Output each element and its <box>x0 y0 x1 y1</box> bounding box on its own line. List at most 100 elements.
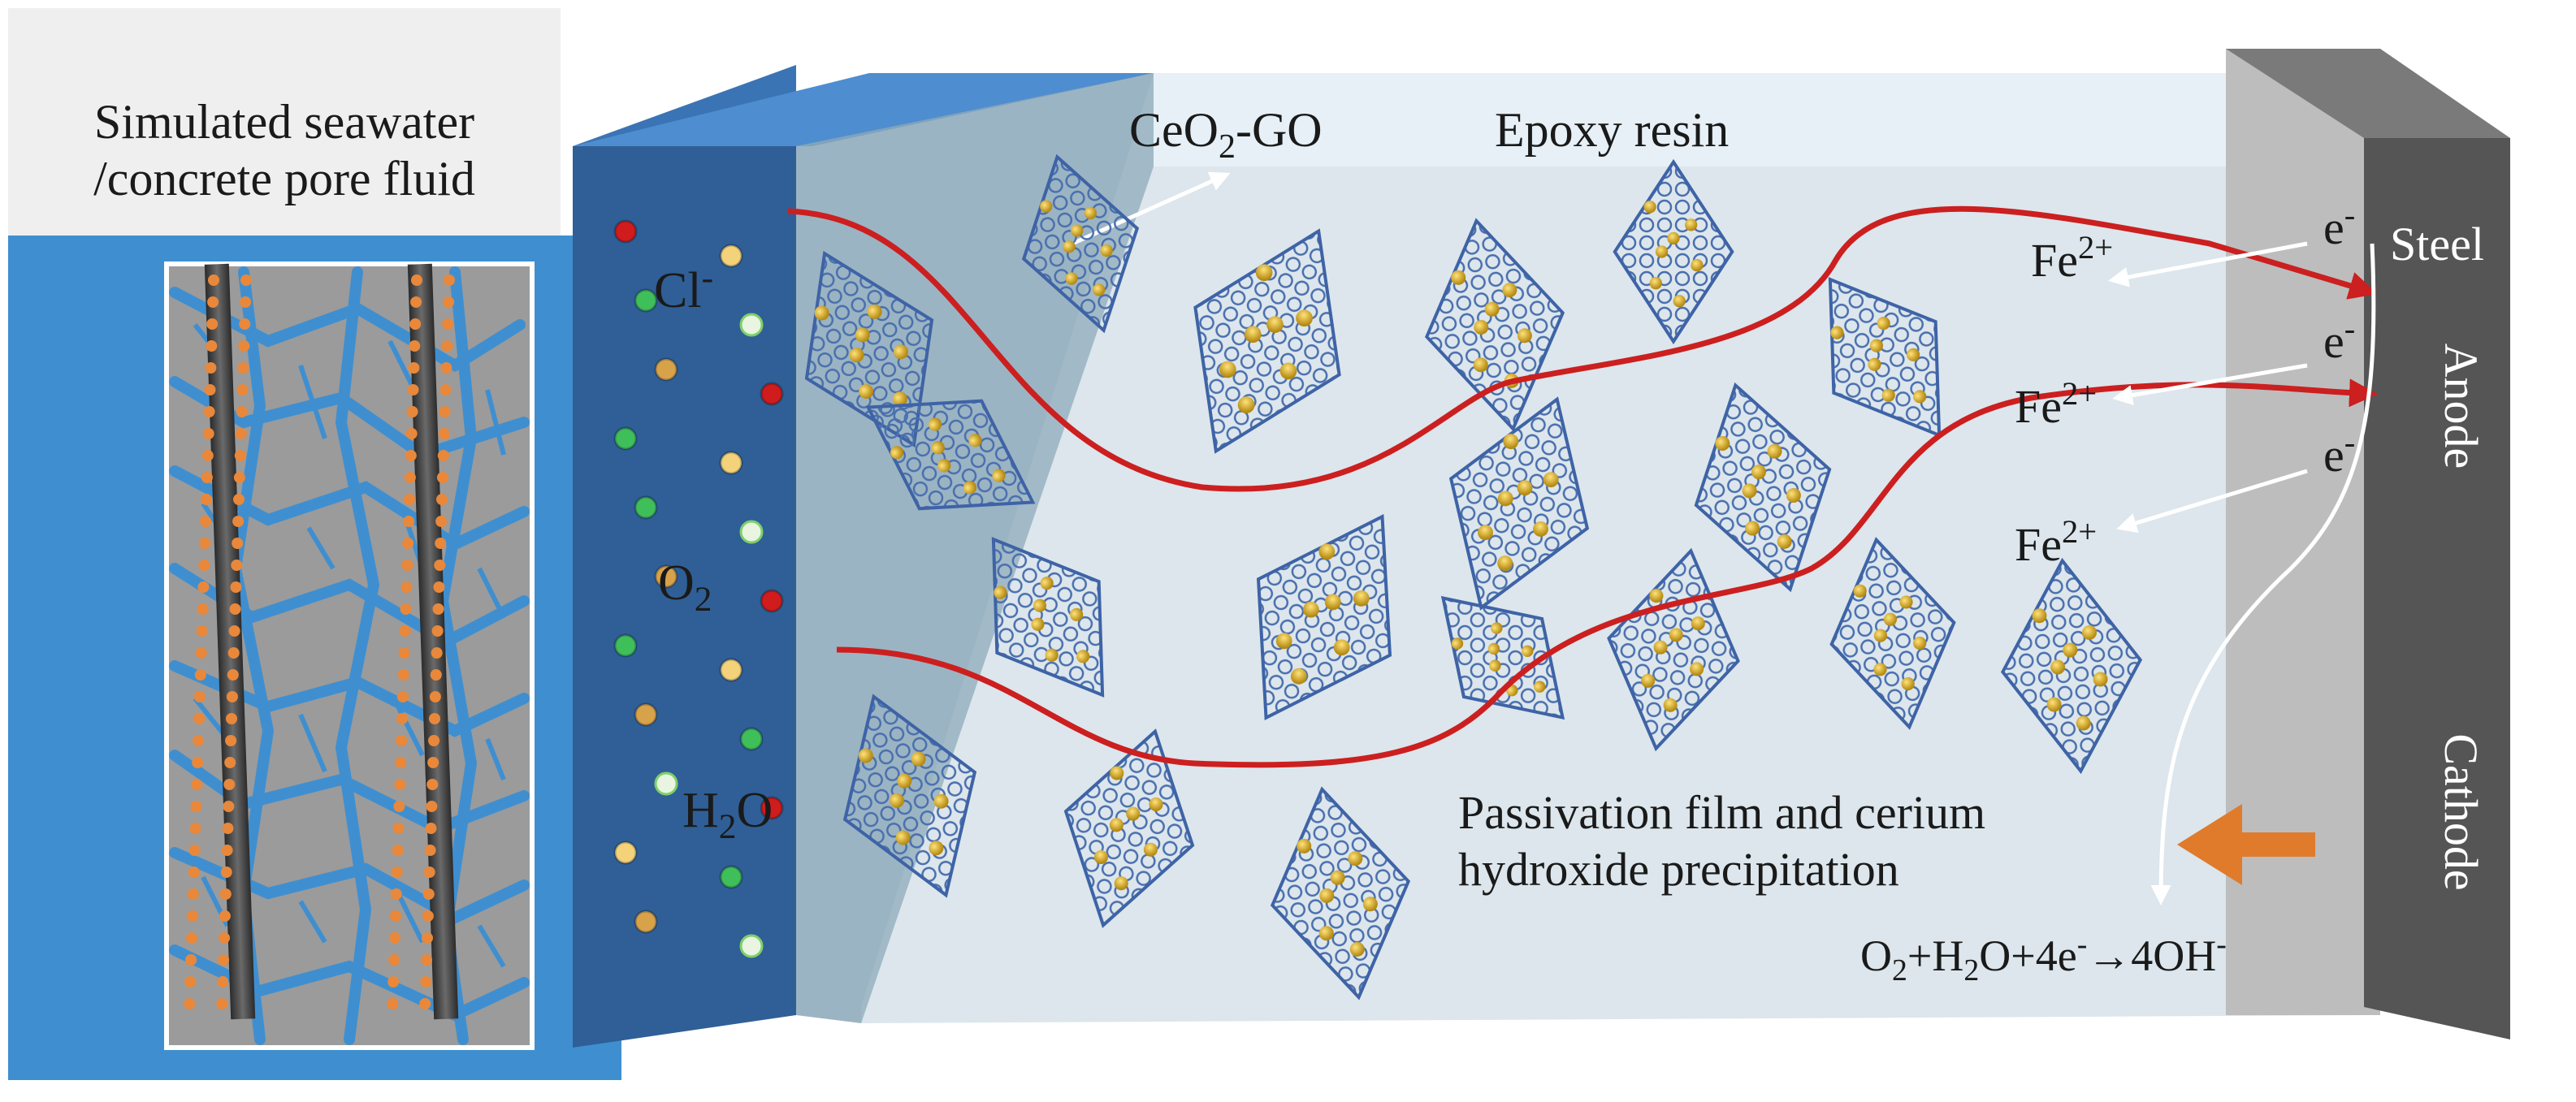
ceo2-go-flake <box>2000 557 2143 775</box>
rebar-bead <box>186 932 197 944</box>
ceo2-go-flake <box>1613 158 1734 345</box>
rebar-bead <box>436 472 448 483</box>
rebar-bead <box>189 823 201 834</box>
chloride-label: Cl- <box>654 258 713 318</box>
rebar-bead <box>185 954 197 966</box>
rebar-bead <box>407 384 419 395</box>
ion-green <box>634 288 658 313</box>
rebar-bead <box>426 779 439 790</box>
rebar-bead <box>221 845 233 856</box>
rebar-bead <box>219 910 231 922</box>
ion-yellow <box>613 841 638 865</box>
ion-green <box>739 727 764 751</box>
ion-white <box>739 934 764 958</box>
fe-release-arrow-3 <box>2116 469 2308 534</box>
ceo2-go-flake <box>842 694 977 898</box>
rebar-bead <box>419 998 431 1009</box>
ion-green <box>613 426 638 451</box>
rebar-bead <box>198 560 210 571</box>
rebar-bead <box>184 976 197 987</box>
rebar-bead <box>235 428 247 439</box>
diffusion-paths <box>787 205 2378 768</box>
rebar-bead <box>444 274 455 286</box>
rebar-bead <box>200 516 212 527</box>
rebar-bead <box>402 538 414 549</box>
rebar-bead <box>408 362 420 374</box>
rebar-bead <box>396 691 409 702</box>
rebar-bead <box>224 757 236 768</box>
rebar-bead <box>395 757 407 768</box>
rebar-bead <box>188 845 201 856</box>
rebar-bead <box>222 823 234 834</box>
rebar-bead <box>216 998 228 1009</box>
rebar-bead <box>186 910 198 922</box>
rebar-bead <box>230 581 242 593</box>
panel-title-line1: Simulated seawater <box>94 95 474 149</box>
oxygen-label: O2 <box>658 555 712 619</box>
ceo2-go-flake <box>1440 595 1565 720</box>
epoxy-resin-label: Epoxy resin <box>1495 103 1729 157</box>
rebar-bead <box>430 669 442 681</box>
rebar-bead <box>440 362 452 374</box>
ceo2-go-flake <box>1694 382 1832 593</box>
rebar-bead <box>438 428 450 439</box>
rebar-bead <box>422 932 433 944</box>
anode-label: Anode <box>2435 344 2487 469</box>
rebar-bead <box>435 538 447 549</box>
rebar-bead <box>206 318 219 330</box>
rebar-bead <box>203 406 215 417</box>
ceo2-go-flake <box>1829 537 1956 730</box>
rebar-bead <box>434 560 446 571</box>
rebar-bead <box>392 823 405 834</box>
rebar-bead <box>441 340 453 352</box>
ion-yellow <box>719 244 743 268</box>
rebar-bead <box>424 845 436 856</box>
rebar-bead <box>197 581 210 593</box>
rebar-bead <box>388 954 400 966</box>
rebar-bead <box>389 932 400 944</box>
electron-label-3: e- <box>2323 424 2355 482</box>
rebar-bead <box>202 428 214 439</box>
diffusion-path-lower <box>836 378 2378 768</box>
rebar-bead <box>405 428 418 439</box>
rebar-bead <box>394 779 406 790</box>
orange-arrow <box>2177 804 2315 885</box>
ion-green <box>613 633 638 658</box>
electron-label-1: e- <box>2323 197 2355 254</box>
rebar-bead <box>433 581 445 593</box>
rebar-bead <box>227 669 239 681</box>
rebar-bead <box>217 976 229 987</box>
ion-orange <box>634 910 658 934</box>
electron-flow-arrow <box>2150 243 2376 905</box>
rebar-corrosion-beads <box>184 274 455 1009</box>
rebar-bead <box>205 362 217 374</box>
ion-red <box>760 796 784 820</box>
rebar-bead <box>199 538 211 549</box>
electrochemistry: e- e- e- Fe2+ Fe2+ Fe2+ Passivation film… <box>1458 197 2376 987</box>
rebar-bead <box>442 318 454 330</box>
panel-title-line2: /concrete pore fluid <box>93 152 475 205</box>
rebar-bead <box>426 801 438 812</box>
seawater-panel: Simulated seawater /concrete pore fluid <box>8 8 621 1080</box>
rebar-bead <box>409 340 421 352</box>
rebar-bead <box>188 866 200 878</box>
rebar-bead <box>233 472 245 483</box>
ion-orange <box>654 357 678 382</box>
ceo2-go-flake <box>1607 547 1740 752</box>
rebar-bead <box>404 472 416 483</box>
rebar-bead <box>206 340 218 352</box>
ferrous-label-1: Fe2+ <box>2031 229 2113 287</box>
rebar-bead <box>406 406 418 417</box>
steel-label: Steel <box>2390 218 2484 270</box>
ceo2-go-flake <box>991 537 1105 698</box>
rebar-bead <box>228 625 240 637</box>
rebar-bead <box>219 888 232 900</box>
rebar-bead <box>387 998 399 1009</box>
ion-orange <box>654 564 678 589</box>
rebar-bead <box>231 560 243 571</box>
rebar-bead <box>429 713 440 724</box>
rebar-bead <box>400 581 413 593</box>
rebar-bead <box>201 494 212 505</box>
ion-green <box>719 865 743 889</box>
diffusion-path-upper <box>787 205 2378 492</box>
